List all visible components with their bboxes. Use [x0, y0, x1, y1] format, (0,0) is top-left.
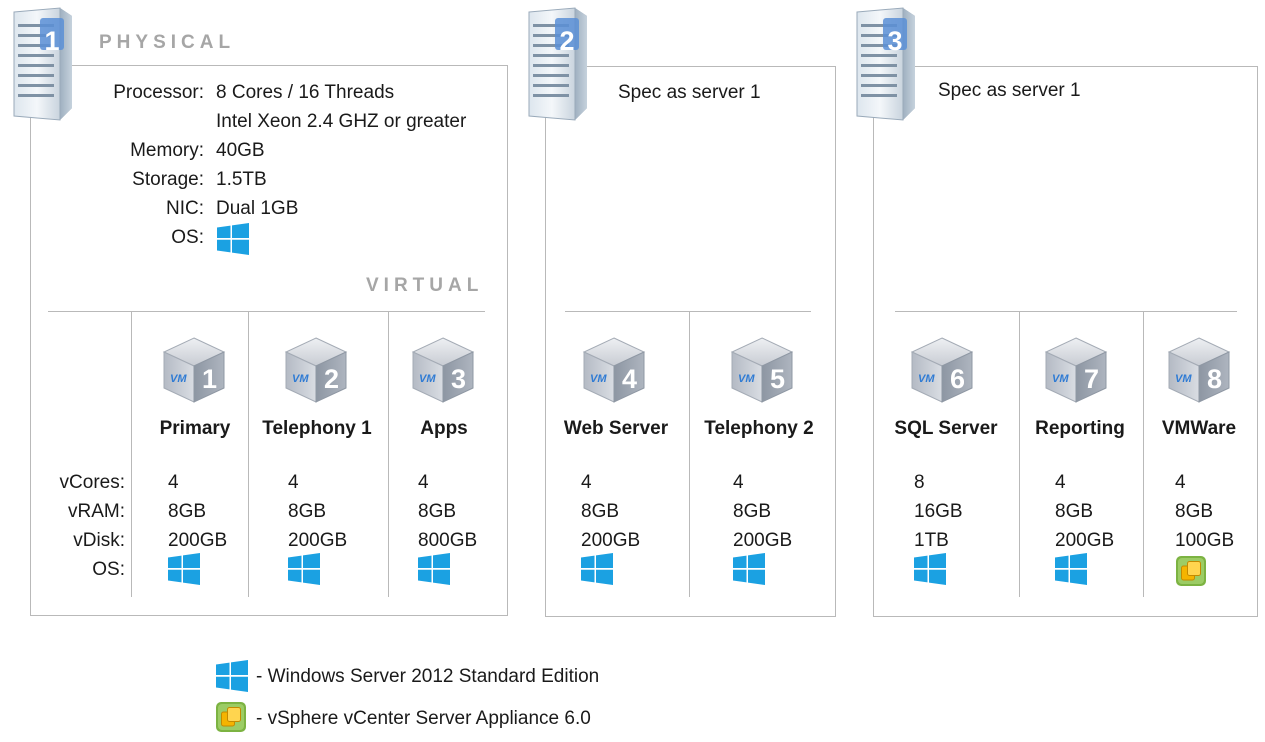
vm-number: 8	[1207, 364, 1223, 394]
virtual-divider	[48, 311, 485, 312]
physical-spec-labels: Processor: Memory: Storage: NIC: OS:	[100, 82, 204, 262]
server-tower-icon: 3	[847, 4, 917, 122]
server-number: 1	[44, 26, 60, 56]
column-divider	[248, 311, 249, 597]
vm-name: Telephony 2	[704, 418, 814, 439]
vm-vcores: 4	[418, 472, 429, 493]
vm-vram: 8GB	[168, 501, 207, 522]
vm-name: Primary	[159, 418, 231, 439]
column-divider	[131, 311, 132, 597]
server-1-panel	[30, 65, 508, 616]
spec-label: NIC:	[166, 198, 204, 219]
spec-label: Processor:	[113, 82, 204, 103]
row-label-vram: vRAM:	[68, 501, 125, 522]
virtual-divider	[895, 311, 1237, 312]
vm-vdisk: 200GB	[1055, 530, 1115, 551]
spec-label: OS:	[171, 227, 204, 248]
windows-icon	[217, 223, 249, 255]
spec-value: 8 Cores / 16 Threads	[216, 82, 395, 103]
server-tower-icon: 1	[4, 4, 74, 122]
spec-value: Dual 1GB	[216, 198, 299, 219]
vm-vdisk: 200GB	[581, 530, 641, 551]
vm-vram: 8GB	[1175, 501, 1214, 522]
vm-name: Apps	[420, 418, 468, 439]
vm-vdisk: 200GB	[288, 530, 348, 551]
server-note: Spec as server 1	[618, 82, 761, 103]
spec-value: Intel Xeon 2.4 GHZ or greater	[216, 111, 467, 132]
windows-icon	[1055, 553, 1087, 585]
windows-icon	[288, 553, 320, 585]
row-label-vcores: vCores:	[59, 472, 125, 493]
windows-icon	[216, 660, 248, 692]
spec-value: 40GB	[216, 140, 265, 161]
server-tower-icon: 2	[519, 4, 589, 122]
legend-vsphere: - vSphere vCenter Server Appliance 6.0	[256, 708, 591, 729]
vm-vcores: 4	[581, 472, 592, 493]
vm-vcores: 4	[1055, 472, 1066, 493]
virtual-divider	[565, 311, 811, 312]
vm-number: 1	[202, 364, 218, 394]
vm-vcores: 4	[733, 472, 744, 493]
column-divider	[388, 311, 389, 597]
vsphere-icon	[1175, 555, 1207, 587]
vm-number: 6	[950, 364, 966, 394]
vm-vram: 16GB	[914, 501, 963, 522]
vm-cube-icon: 8	[1163, 334, 1235, 406]
vm-vdisk: 200GB	[733, 530, 793, 551]
column-divider	[689, 311, 690, 597]
windows-icon	[914, 553, 946, 585]
vm-number: 2	[324, 364, 340, 394]
windows-icon	[581, 553, 613, 585]
spec-label: Storage:	[132, 169, 204, 190]
vm-cube-icon: 7	[1040, 334, 1112, 406]
server-note: Spec as server 1	[938, 80, 1081, 101]
vm-cube-icon: 1	[158, 334, 230, 406]
column-divider	[1143, 311, 1144, 597]
vsphere-icon	[215, 701, 247, 733]
windows-icon	[733, 553, 765, 585]
vm-number: 4	[622, 364, 638, 394]
vm-vdisk: 1TB	[914, 530, 949, 551]
spec-label: Memory:	[130, 140, 204, 161]
vm-vcores: 4	[288, 472, 299, 493]
vm-name: Reporting	[1035, 418, 1125, 439]
vm-cube-icon: 6	[906, 334, 978, 406]
column-divider	[1019, 311, 1020, 597]
physical-section-label: PHYSICAL	[99, 32, 236, 53]
vm-number: 7	[1084, 364, 1100, 394]
server-number: 3	[887, 26, 903, 56]
vm-name: Telephony 1	[262, 418, 372, 439]
vm-vram: 8GB	[288, 501, 327, 522]
vm-name: SQL Server	[894, 418, 998, 439]
vm-name: VMWare	[1161, 418, 1237, 439]
vm-vdisk: 200GB	[168, 530, 228, 551]
vm-cube-icon: 2	[280, 334, 352, 406]
vm-vdisk: 800GB	[418, 530, 478, 551]
windows-icon	[418, 553, 450, 585]
row-label-vdisk: vDisk:	[73, 530, 125, 551]
windows-icon	[168, 553, 200, 585]
vm-vcores: 4	[168, 472, 179, 493]
vm-vram: 8GB	[733, 501, 772, 522]
vm-vram: 8GB	[1055, 501, 1094, 522]
vm-vram: 8GB	[418, 501, 457, 522]
legend-windows: - Windows Server 2012 Standard Edition	[256, 666, 600, 687]
vm-vcores: 4	[1175, 472, 1186, 493]
vm-vram: 8GB	[581, 501, 620, 522]
vm-cube-icon: 4	[578, 334, 650, 406]
vm-name: Web Server	[563, 418, 669, 439]
server-2-panel	[545, 66, 836, 617]
vm-number: 3	[451, 364, 467, 394]
vm-vdisk: 100GB	[1175, 530, 1235, 551]
row-label-os: OS:	[92, 559, 125, 580]
virtual-section-label: VIRTUAL	[366, 275, 484, 296]
vm-number: 5	[770, 364, 786, 394]
server-number: 2	[559, 26, 575, 56]
vm-cube-icon: 3	[407, 334, 479, 406]
vm-cube-icon: 5	[726, 334, 798, 406]
vm-vcores: 8	[914, 472, 925, 493]
spec-value: 1.5TB	[216, 169, 267, 190]
